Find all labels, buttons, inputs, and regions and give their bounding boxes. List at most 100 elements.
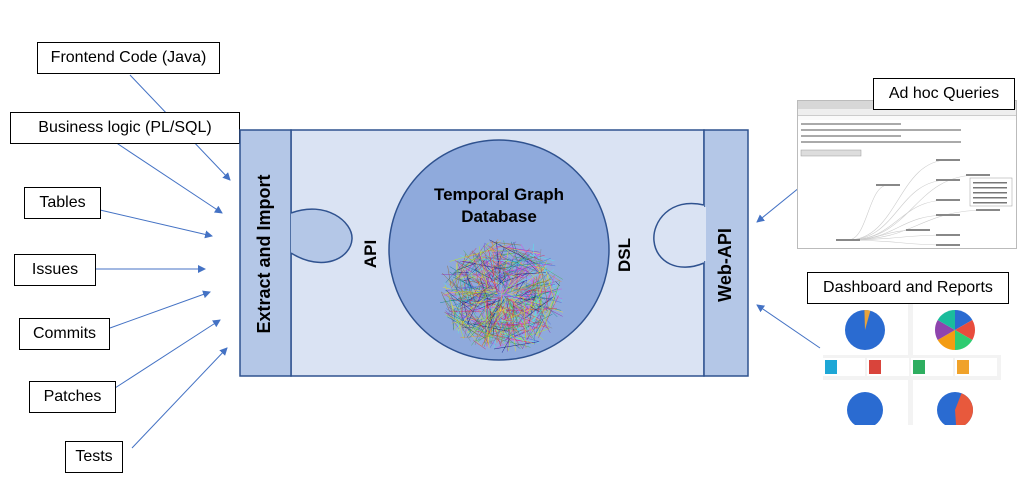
- graph-edge: [481, 314, 485, 320]
- graph-edge: [447, 265, 452, 287]
- graph-edge: [489, 306, 516, 349]
- graph-edge: [502, 281, 544, 295]
- graph-edge: [538, 284, 545, 296]
- graph-edge: [503, 246, 541, 266]
- webapi-label: Web-API: [715, 228, 735, 302]
- graph-edge: [468, 291, 497, 307]
- graph-edge: [490, 241, 521, 246]
- graph-edge: [475, 248, 498, 280]
- pie-slice: [955, 320, 975, 341]
- graph-edge: [463, 326, 483, 348]
- graph-edge: [515, 325, 526, 344]
- graph-edge: [525, 290, 561, 329]
- graph-edge: [535, 301, 553, 337]
- source-business-logic: Business logic (PL/SQL): [10, 112, 240, 144]
- graph-edge: [502, 269, 550, 290]
- tree-node: [936, 234, 960, 236]
- tree-edge: [847, 174, 979, 241]
- pie-slice: [955, 393, 973, 425]
- api-label: API: [361, 239, 380, 269]
- graph-edge: [445, 289, 474, 312]
- graph-edge: [445, 270, 457, 283]
- graph-edge: [524, 296, 554, 319]
- graph-edge: [482, 251, 510, 276]
- pie-slice: [937, 310, 955, 330]
- graph-edge: [489, 239, 535, 264]
- graph-edge: [505, 251, 534, 271]
- stat-tile-icon: [825, 360, 837, 374]
- graph-edge: [479, 278, 488, 300]
- arrow-dashboard: [756, 304, 821, 349]
- graph-edge: [494, 269, 506, 287]
- graph-edge: [500, 302, 510, 331]
- graph-edge: [548, 284, 556, 293]
- graph-edge: [467, 270, 493, 299]
- tree-edge: [847, 159, 949, 241]
- query-line: [801, 141, 961, 143]
- source-label: Tables: [39, 194, 86, 211]
- graph-edge: [521, 324, 533, 339]
- tooltip-line: [973, 182, 1007, 184]
- pie-slice: [937, 330, 955, 350]
- graph-edge: [454, 241, 498, 274]
- extract-import-label: Extract and Import: [254, 174, 274, 334]
- graph-edge: [479, 263, 494, 277]
- graph-edge: [463, 269, 479, 297]
- graph-edge: [472, 327, 506, 340]
- graph-edge: [452, 305, 460, 310]
- graph-edge: [514, 265, 546, 295]
- graph-edge: [481, 264, 499, 291]
- dashboard-reports-label: Dashboard and Reports: [823, 279, 993, 296]
- graph-edge: [461, 285, 463, 299]
- graph-edge: [526, 275, 536, 300]
- graph-edge: [458, 297, 476, 321]
- query-line: [801, 129, 961, 131]
- source-label: Commits: [32, 325, 97, 342]
- adhoc-queries-screenshot: [797, 100, 1017, 249]
- tooltip-line: [973, 192, 1007, 194]
- graph-edge: [478, 310, 504, 340]
- graph-edge: [494, 276, 507, 289]
- graph-edge: [488, 250, 498, 294]
- graph-edge: [449, 300, 495, 303]
- graph-edge: [511, 333, 540, 342]
- database-title-line2: Database: [461, 207, 537, 226]
- graph-edge: [490, 265, 497, 274]
- source-frontend-code: Frontend Code (Java): [37, 42, 220, 74]
- graph-edge: [515, 267, 527, 281]
- graph-edge: [518, 296, 533, 316]
- tree-node: [936, 159, 960, 161]
- dsl-label: DSL: [615, 238, 634, 272]
- graph-edge: [479, 296, 492, 301]
- graph-edge: [444, 288, 497, 294]
- graph-edge: [457, 261, 494, 281]
- pie-slice: [954, 330, 973, 350]
- tree-node: [976, 209, 1000, 211]
- graph-edge: [475, 252, 487, 284]
- graph-edge: [475, 278, 486, 293]
- pie-chart: [847, 392, 883, 425]
- adhoc-queries-label: Ad hoc Queries: [888, 85, 1000, 102]
- graph-edge: [545, 270, 556, 305]
- graph-edge: [486, 289, 497, 297]
- right-puzzle-socket: [653, 202, 705, 268]
- graph-edge: [473, 340, 486, 350]
- graph-edge: [454, 260, 488, 284]
- tree-node: [836, 239, 860, 241]
- pie-slice: [955, 310, 973, 330]
- graph-edge: [483, 245, 489, 271]
- graph-edge: [460, 334, 508, 338]
- graph-edge: [541, 261, 547, 290]
- graph-edge: [502, 325, 520, 331]
- dashboard-reports-label-box: Dashboard and Reports: [807, 272, 1009, 304]
- pie-slice: [935, 320, 955, 340]
- graph-edge: [528, 259, 548, 297]
- tree-node: [936, 214, 960, 216]
- query-tree-preview: [800, 123, 1013, 246]
- graph-edge: [498, 304, 510, 312]
- graph-edge: [483, 256, 506, 267]
- graph-edge: [442, 295, 471, 342]
- graph-edge: [494, 258, 509, 260]
- graph-edge: [502, 244, 537, 279]
